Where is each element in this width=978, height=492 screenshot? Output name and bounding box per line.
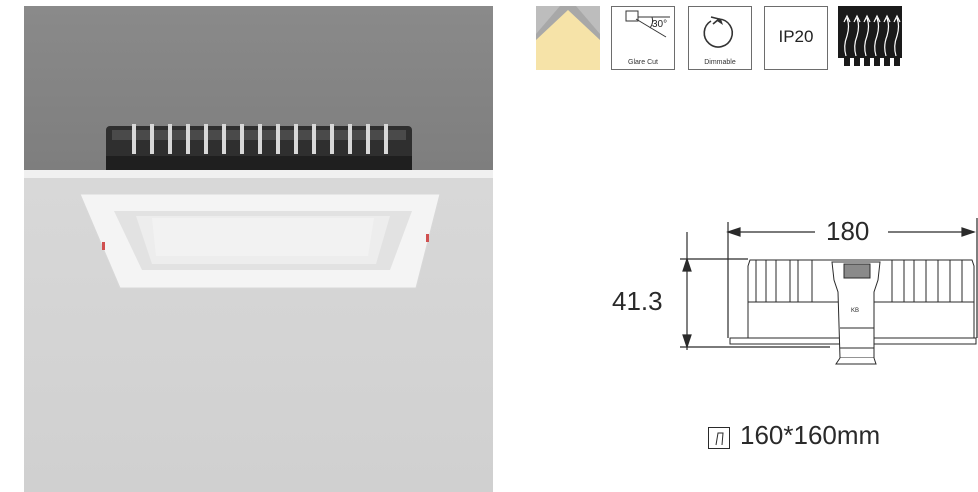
height-dimension-line: [680, 232, 830, 350]
glare-cut-angle: 30°: [652, 19, 668, 30]
clip-label: KB: [851, 308, 859, 314]
cutout-icon: [708, 427, 730, 449]
ip-rating-icon: IP20: [764, 6, 828, 70]
dimmable-icon: Dimmable: [688, 6, 752, 70]
warm-light-icon: [536, 6, 600, 70]
product-photo: [24, 6, 493, 492]
heatsink: [106, 124, 412, 170]
downlight-illustration: [79, 124, 441, 289]
dimmable-caption: Dimmable: [704, 59, 736, 66]
width-dimension-line: [726, 218, 978, 338]
cutout-size: 160*160mm: [740, 420, 881, 450]
dimension-drawing: KB: [680, 218, 978, 365]
heat-dissipation-icon: [838, 6, 902, 70]
height-dimension-value: 41.3: [612, 286, 663, 316]
glare-cut-caption: Glare Cut: [628, 59, 658, 66]
fixture-side-view: [729, 259, 977, 365]
ceiling-edge: [24, 170, 493, 178]
glare-cut-icon: 30° Glare Cut: [611, 6, 675, 70]
width-dimension-value: 180: [826, 216, 870, 246]
ip-rating-label: IP20: [778, 27, 814, 46]
downlight-frame: [79, 193, 441, 289]
